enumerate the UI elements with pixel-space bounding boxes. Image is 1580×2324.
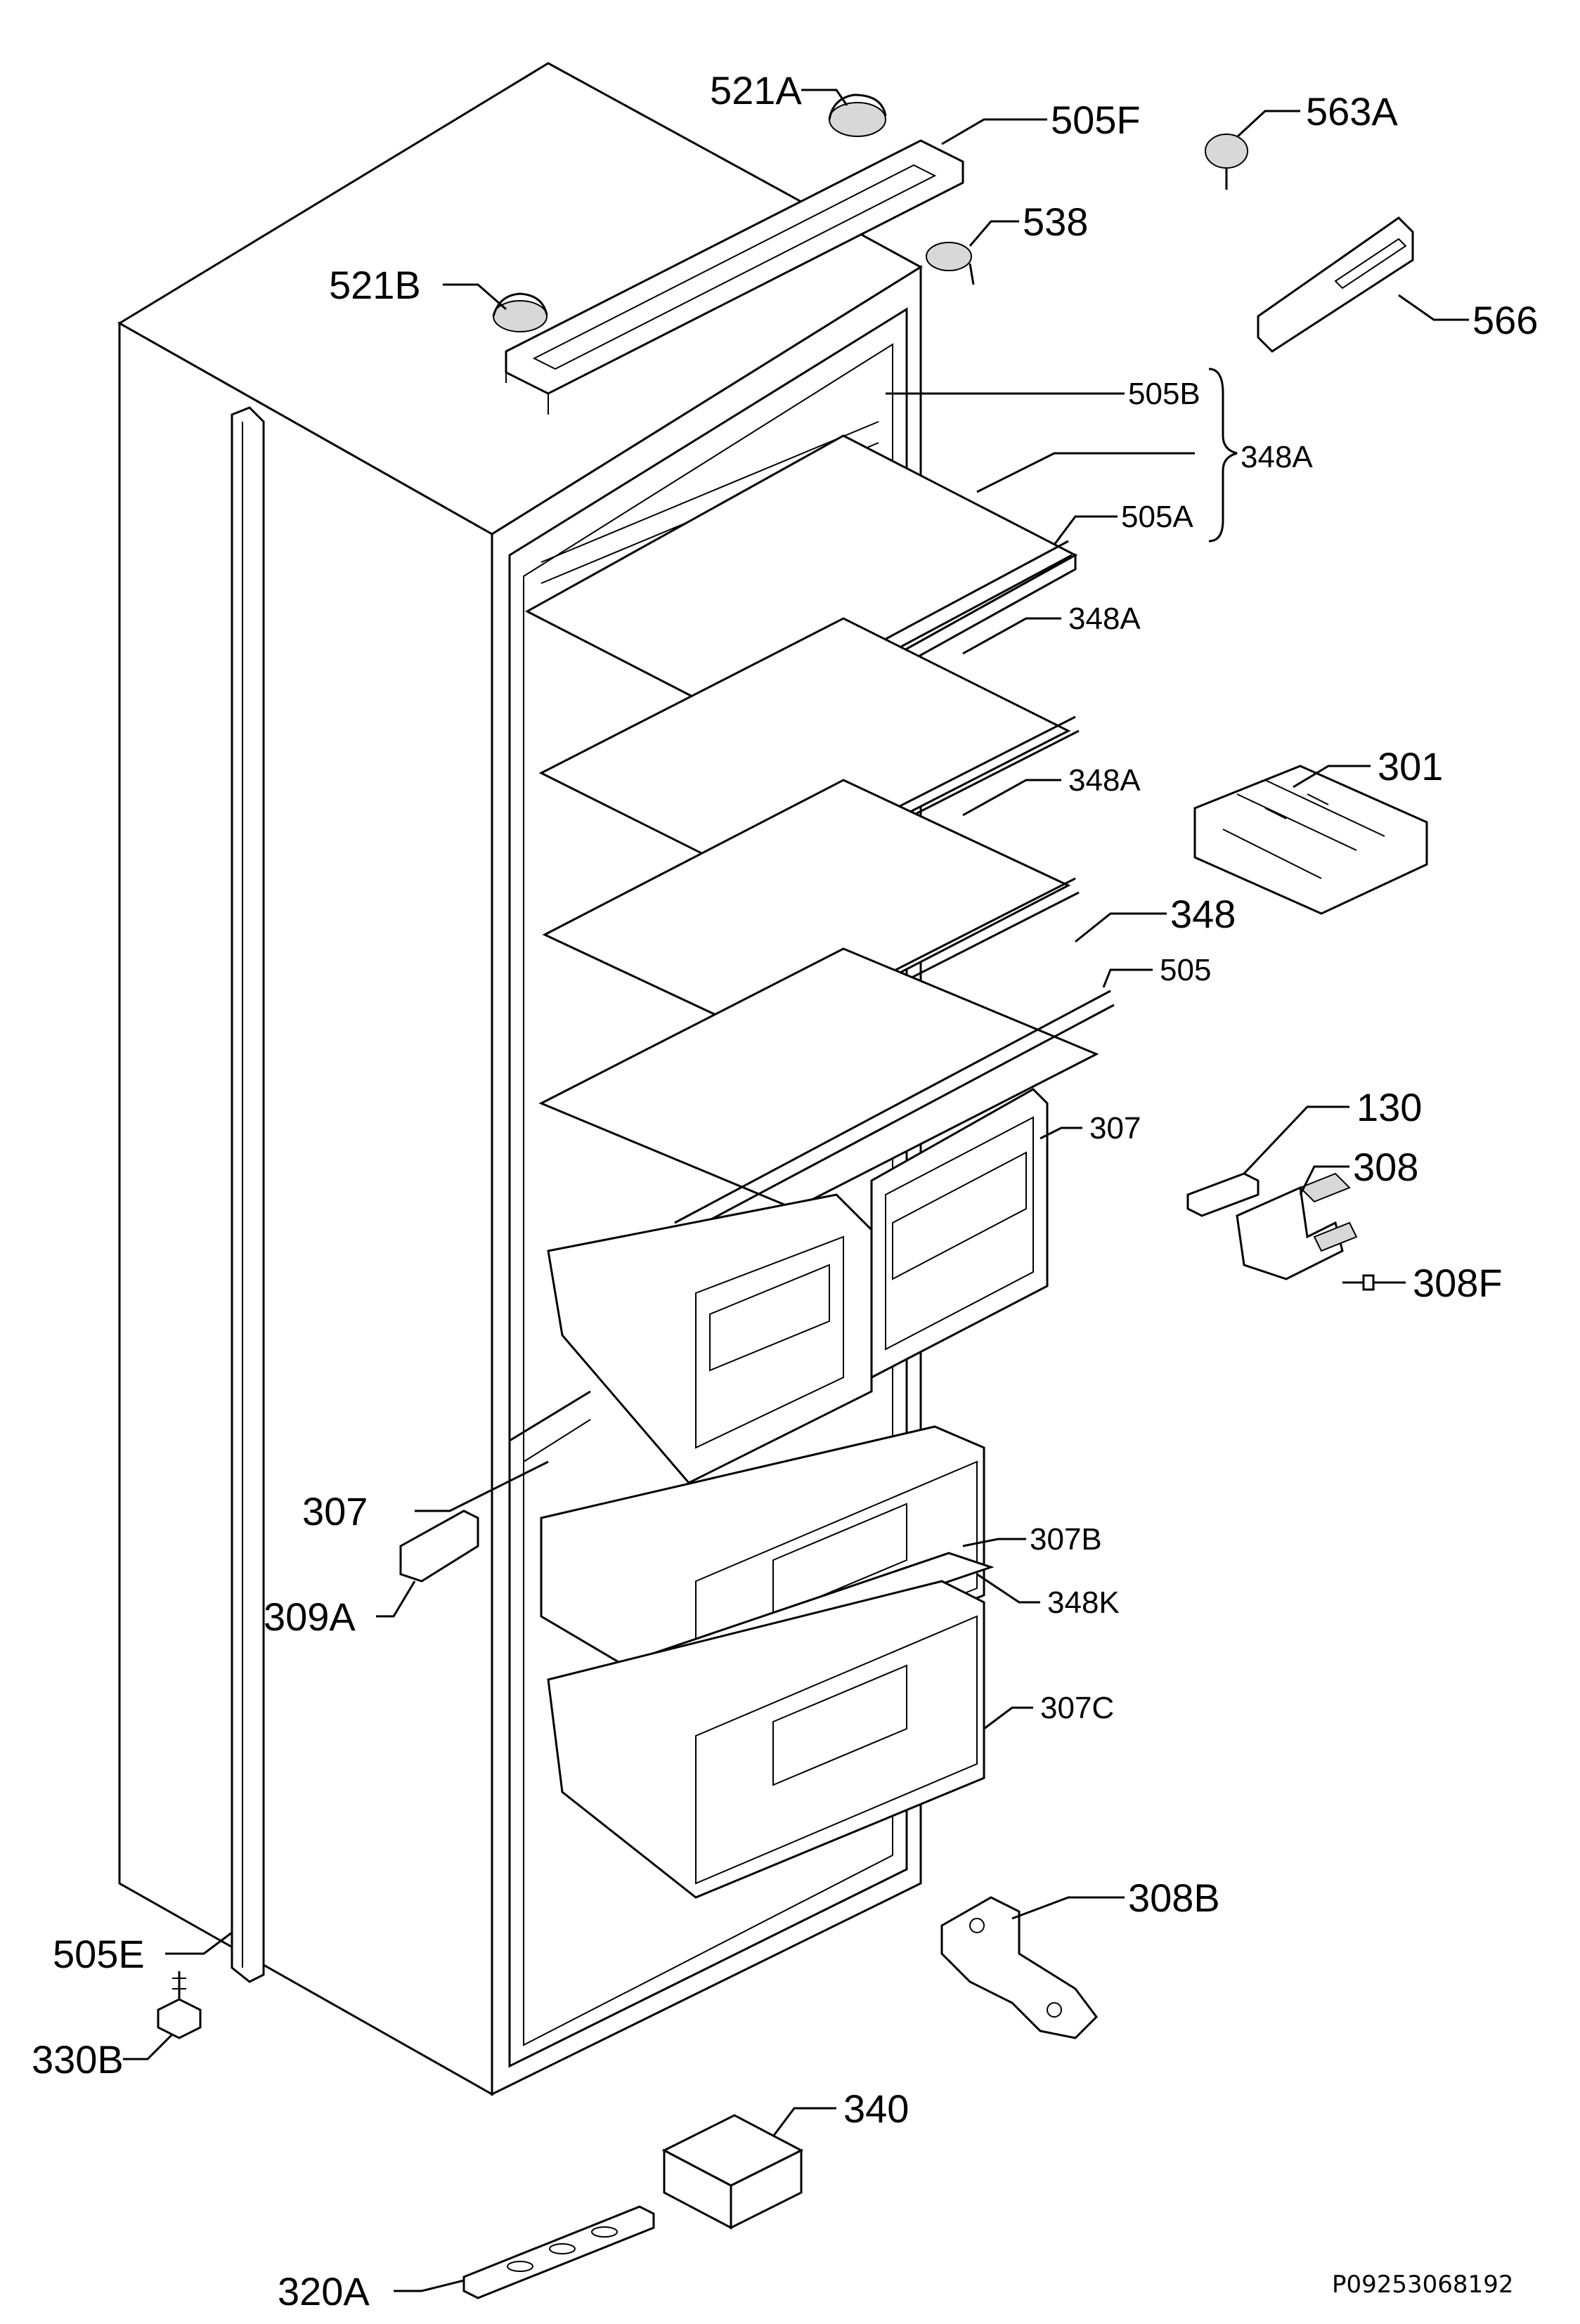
label-308f: 308F — [1413, 1261, 1503, 1305]
part-labels: 521A 505F 563A 538 521B 566 505B 348A 50… — [32, 68, 1538, 2313]
label-348a-group: 348A — [1241, 440, 1313, 474]
label-307-drawer: 307 — [1089, 1111, 1141, 1145]
middle-hinge-308 — [1236, 1172, 1358, 1280]
crisper-drawer-left — [547, 1193, 873, 1484]
label-505e: 505E — [53, 1932, 145, 1976]
hinge-pin-538 — [926, 242, 975, 285]
ice-cube-tray-301 — [1193, 765, 1428, 915]
label-521b: 521B — [329, 263, 421, 307]
crisper-drawer-right — [870, 1088, 1049, 1380]
label-308: 308 — [1353, 1145, 1418, 1189]
label-320a: 320A — [278, 2269, 370, 2313]
bracket-566 — [1257, 216, 1414, 353]
label-307c: 307C — [1040, 1691, 1114, 1725]
label-308b: 308B — [1128, 1876, 1220, 1920]
lower-bracket-309a — [399, 1510, 479, 1583]
label-130: 130 — [1356, 1085, 1422, 1129]
label-330b: 330B — [32, 2037, 124, 2082]
screw-308f — [1342, 1274, 1375, 1291]
freezer-drawer-307c — [547, 1580, 985, 1899]
label-348a-shelf2: 348A — [1068, 602, 1141, 636]
label-309a: 309A — [264, 1595, 356, 1639]
drawing-code: P09253068192 — [1332, 2271, 1513, 2299]
hinge-cap-521b — [492, 292, 548, 332]
rail-320a — [462, 2205, 655, 2299]
label-348k: 348K — [1047, 1585, 1120, 1620]
label-566: 566 — [1472, 298, 1538, 342]
label-301: 301 — [1378, 744, 1443, 788]
hinge-cap-521a — [828, 93, 887, 137]
bottom-hinge-308b — [940, 1896, 1098, 2039]
leader-lines — [123, 89, 1469, 2292]
label-563a: 563A — [1306, 89, 1398, 134]
label-348: 348 — [1170, 892, 1236, 936]
door-gasket-strip — [231, 406, 265, 1983]
top-hinge-cover-505f — [505, 139, 964, 415]
label-307b: 307B — [1030, 1522, 1102, 1557]
label-505a: 505A — [1121, 500, 1193, 534]
label-348a-shelf3: 348A — [1068, 763, 1141, 798]
label-307-side: 307 — [302, 1489, 368, 1533]
part-130 — [1186, 1172, 1260, 1217]
label-505b: 505B — [1128, 377, 1200, 411]
label-521a: 521A — [710, 68, 802, 112]
glass-shelf-4 — [538, 947, 1115, 1238]
label-505f: 505F — [1051, 98, 1141, 142]
label-340: 340 — [843, 2086, 909, 2131]
box-340 — [661, 2114, 804, 2230]
label-538: 538 — [1023, 200, 1088, 244]
label-505: 505 — [1160, 953, 1211, 987]
cover-cap-563a — [1205, 134, 1248, 190]
adjustable-foot-330b — [157, 1971, 202, 2039]
